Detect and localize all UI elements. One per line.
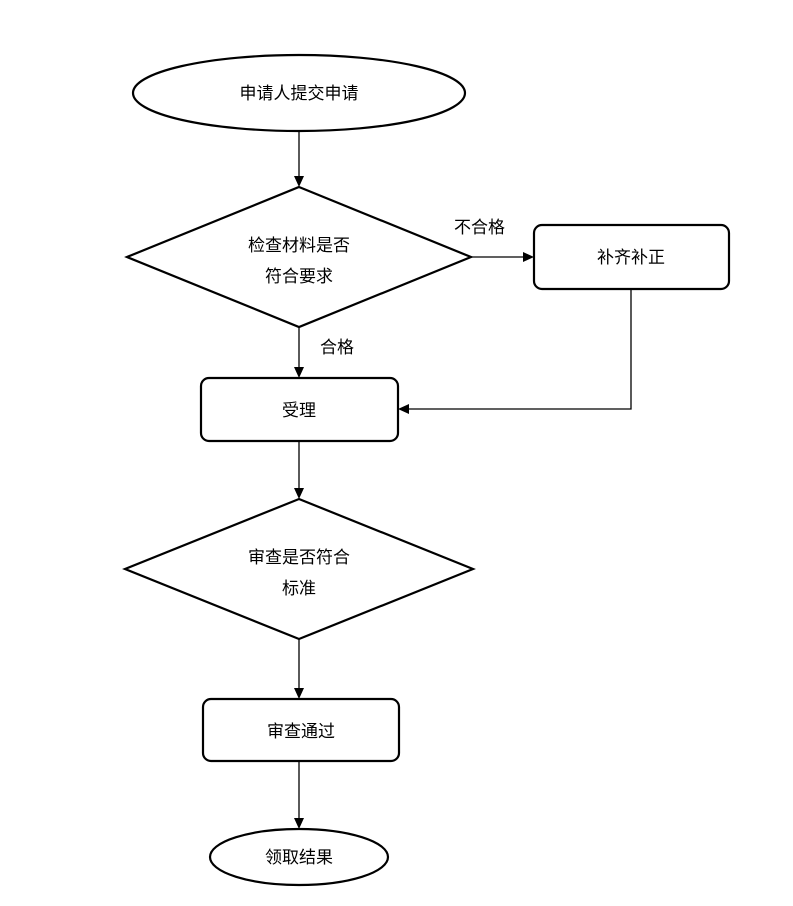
start-terminal-shape	[131, 53, 467, 133]
review-passed-label: 审查通过	[267, 722, 335, 742]
review-standard-decision-shape	[122, 497, 476, 641]
arrowhead-supplement-to-accept	[398, 404, 409, 414]
supplement-process-shape	[532, 223, 731, 291]
arrowhead-check-to-accept	[294, 367, 304, 378]
arrowhead-accept-to-review	[294, 488, 304, 499]
arrowhead-review-to-passed	[294, 688, 304, 699]
node-review-standard: 审查是否符合 标准	[122, 497, 476, 641]
check-materials-label-line1: 检查材料是否	[248, 236, 350, 256]
review-passed-process-shape	[201, 697, 401, 763]
edge-label-qualified: 合格	[320, 338, 354, 358]
supplement-label: 补齐补正	[597, 248, 665, 268]
node-end: 领取结果	[208, 827, 390, 887]
connectors	[294, 131, 632, 829]
accept-label: 受理	[282, 401, 316, 421]
edge-label-unqualified: 不合格	[454, 218, 505, 238]
check-materials-label-line2: 符合要求	[265, 267, 333, 287]
start-label: 申请人提交申请	[240, 84, 359, 104]
accept-process-shape	[199, 376, 400, 443]
node-start: 申请人提交申请	[131, 53, 467, 133]
end-label: 领取结果	[265, 848, 333, 868]
node-check-materials: 检查材料是否 符合要求	[124, 185, 474, 329]
arrowhead-passed-to-end	[294, 818, 304, 829]
node-supplement: 补齐补正	[532, 223, 731, 291]
review-standard-label-line1: 审查是否符合	[248, 548, 350, 568]
arrowhead-start-to-check	[294, 176, 304, 187]
node-accept: 受理	[199, 376, 400, 443]
end-terminal-shape	[208, 827, 390, 887]
check-materials-decision-shape	[124, 185, 474, 329]
arrowhead-check-to-supplement	[523, 252, 534, 262]
node-review-passed: 审查通过	[201, 697, 401, 763]
edge-supplement-to-accept	[409, 289, 632, 410]
review-standard-label-line2: 标准	[282, 579, 316, 599]
